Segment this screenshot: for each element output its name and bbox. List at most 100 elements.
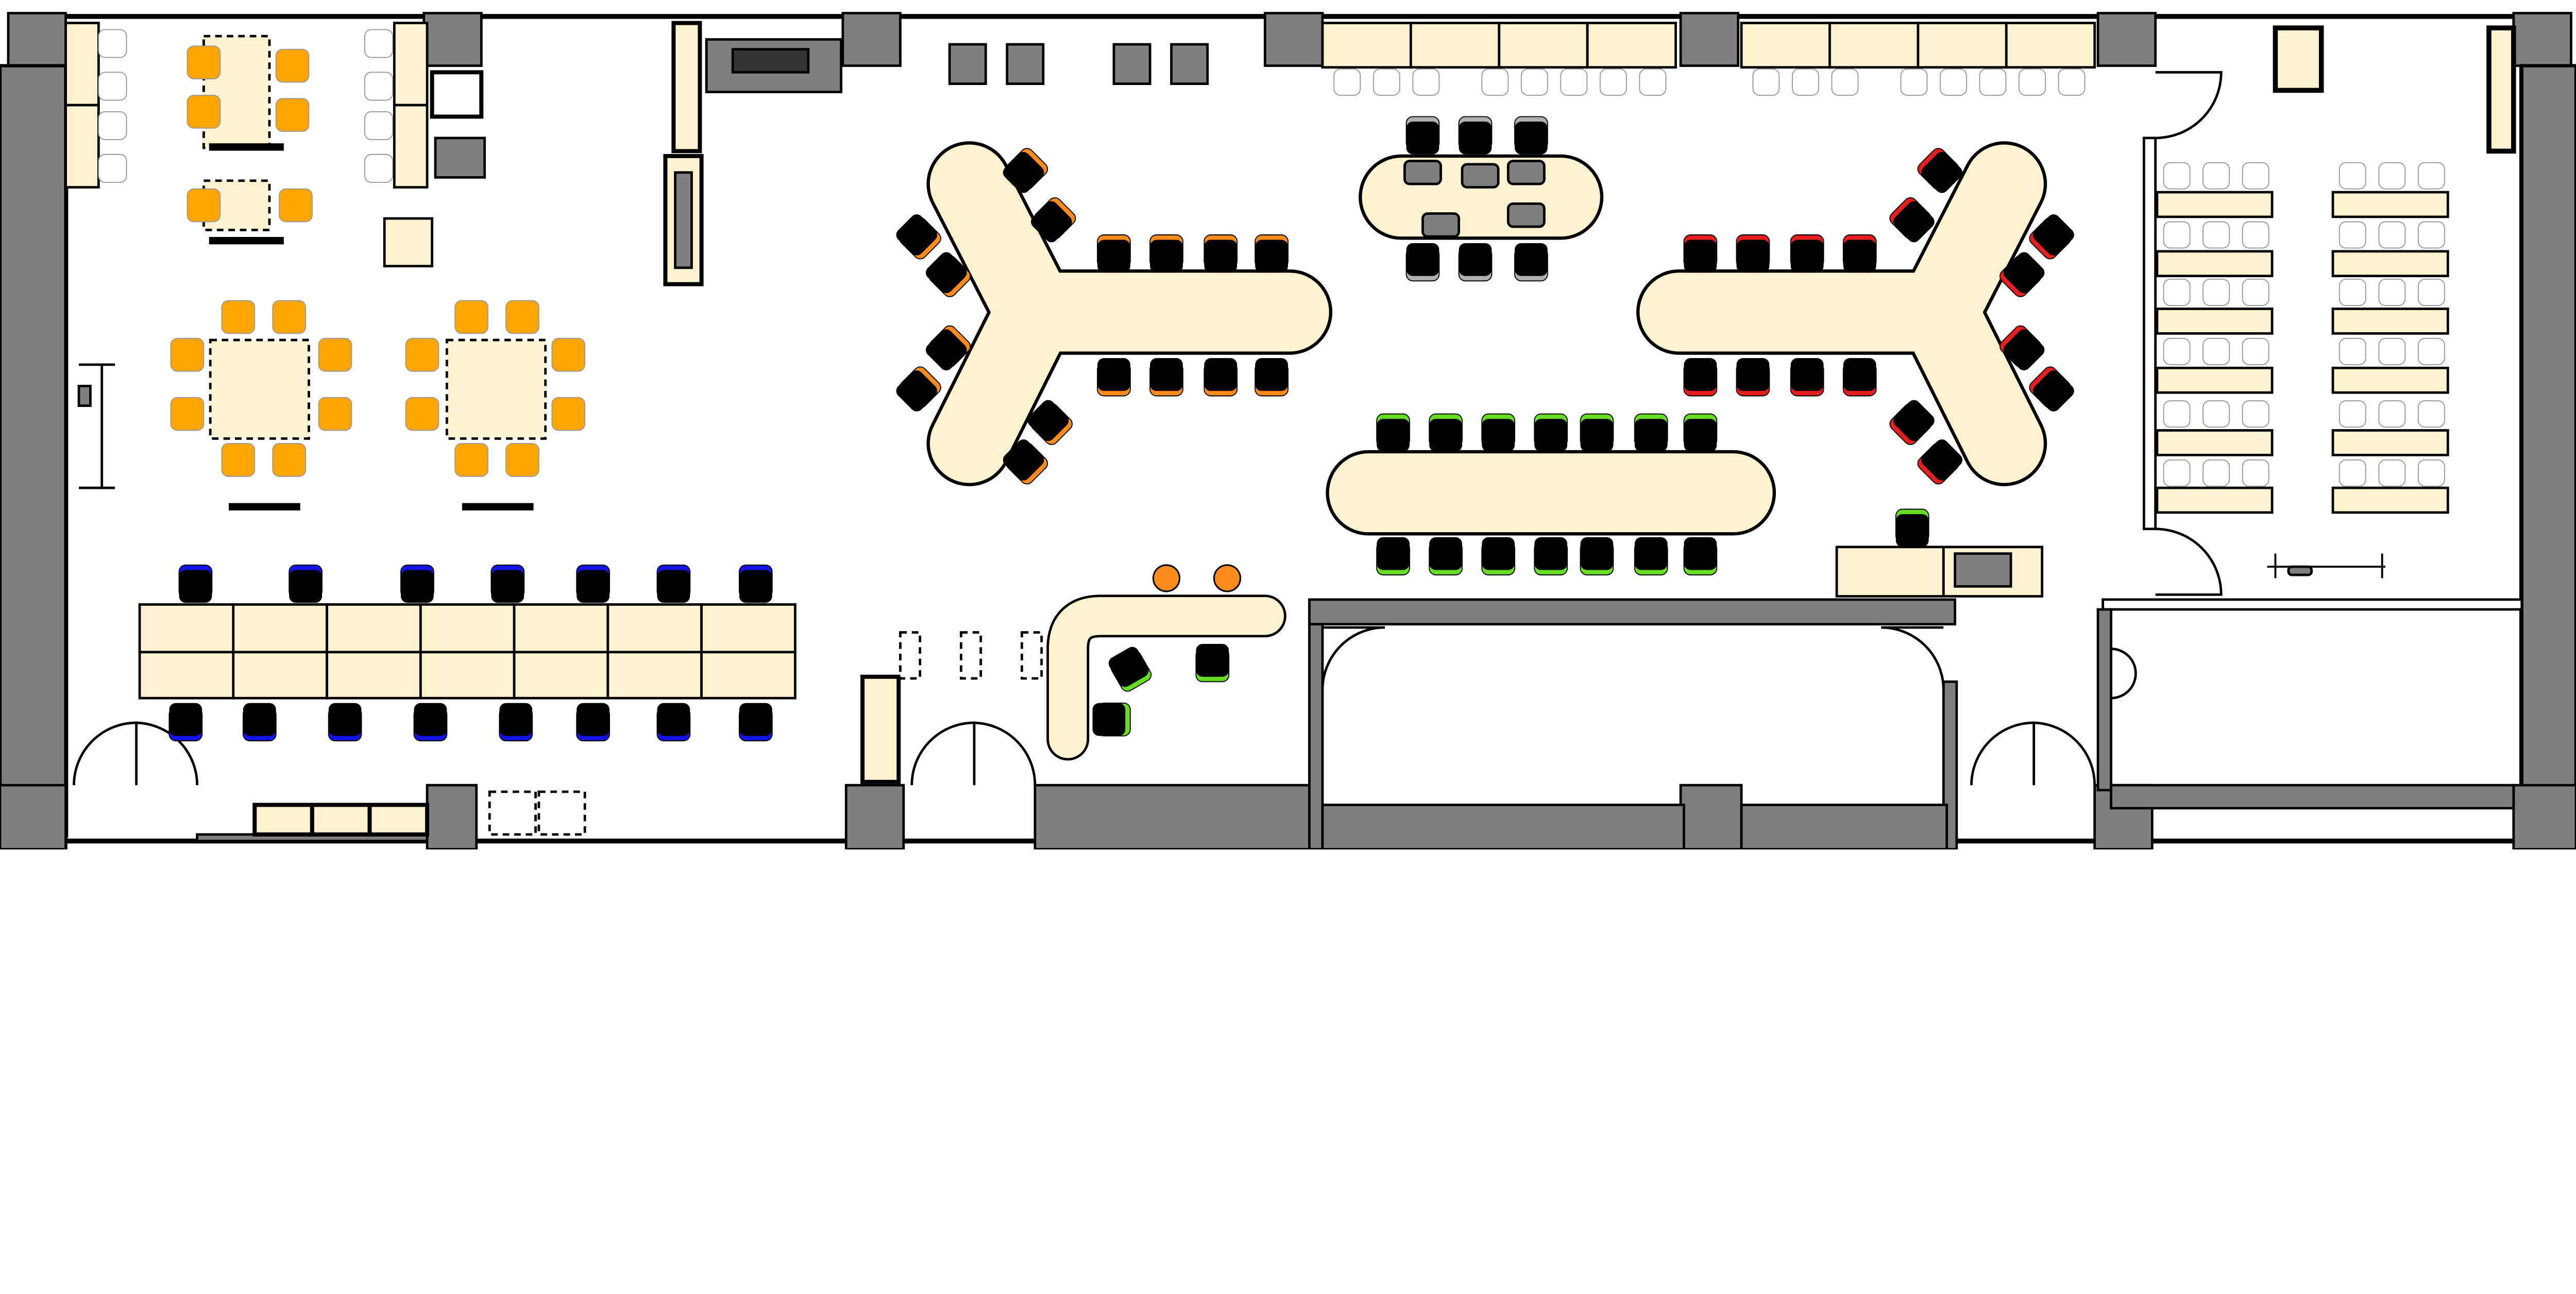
equipment-box bbox=[1954, 552, 2012, 588]
right-room-bottom-wall bbox=[2110, 784, 2515, 810]
door-swing bbox=[1321, 626, 1385, 690]
chair-seat bbox=[896, 214, 938, 256]
student-chair bbox=[2378, 221, 2406, 249]
chair-seat bbox=[1196, 643, 1229, 677]
desk bbox=[326, 603, 422, 654]
pillar bbox=[1263, 12, 1324, 67]
student-chair bbox=[2417, 337, 2445, 365]
laptop bbox=[1461, 163, 1500, 189]
guest-chair bbox=[1560, 68, 1588, 96]
laptop bbox=[1506, 202, 1546, 228]
student-chair bbox=[2163, 279, 2191, 307]
task-chair-orange bbox=[1255, 358, 1289, 397]
task-chair-red bbox=[1790, 358, 1824, 397]
student-chair bbox=[2242, 279, 2269, 307]
computer-tower bbox=[948, 43, 987, 86]
desk bbox=[138, 651, 235, 700]
task-chair-green bbox=[1429, 537, 1463, 576]
counter bbox=[1498, 22, 1589, 69]
room-wall-top bbox=[1308, 598, 1957, 626]
lounge-chair bbox=[405, 337, 439, 372]
floor-plan bbox=[0, 12, 2576, 849]
task-chair-red bbox=[1790, 234, 1824, 273]
lounge-chair bbox=[318, 397, 352, 431]
task-chair-orange bbox=[1003, 439, 1048, 485]
lounge-chair bbox=[318, 337, 352, 372]
counter bbox=[1586, 22, 1677, 69]
chair-seat bbox=[1031, 201, 1072, 243]
stanchion bbox=[960, 631, 982, 680]
stool-chair bbox=[1092, 702, 1131, 737]
chair-seat bbox=[1097, 358, 1130, 391]
task-chair-blue bbox=[178, 564, 213, 603]
task-chair-blue bbox=[289, 564, 323, 603]
desk bbox=[606, 603, 703, 654]
desk bbox=[606, 651, 703, 700]
task-chair-orange bbox=[1204, 234, 1238, 273]
chair-seat bbox=[289, 570, 323, 603]
bottom-bench bbox=[367, 803, 430, 837]
rack-item bbox=[2287, 565, 2313, 576]
chair-seat bbox=[1790, 358, 1824, 391]
chair-seat bbox=[1003, 152, 1044, 193]
chair-seat bbox=[1921, 439, 1962, 481]
lounge-chair bbox=[221, 300, 256, 334]
student-chair bbox=[2163, 162, 2191, 190]
task-chair-orange bbox=[1149, 358, 1183, 397]
lounge-chair bbox=[170, 397, 205, 431]
furniture bbox=[64, 21, 2516, 837]
cabinet bbox=[671, 21, 702, 154]
guest-chair bbox=[1752, 68, 1780, 96]
door-swing bbox=[2155, 71, 2223, 140]
cabinet bbox=[860, 674, 901, 784]
partition-wall-horizontal bbox=[2102, 598, 2523, 611]
task-chair-green bbox=[1683, 413, 1718, 452]
task-chair-orange bbox=[925, 325, 971, 371]
chair-seat bbox=[1684, 240, 1717, 273]
side-table bbox=[383, 217, 434, 267]
rack bbox=[2267, 553, 2386, 578]
right-wall-block bbox=[2520, 64, 2576, 849]
bar-stool bbox=[1213, 564, 1242, 592]
task-chair-green bbox=[1634, 537, 1668, 576]
meeting-chair bbox=[1514, 243, 1548, 282]
task-chair-blue bbox=[413, 703, 448, 742]
guest-chair bbox=[1791, 68, 1819, 96]
task-chair-green bbox=[1534, 413, 1568, 452]
chair-seat bbox=[1580, 537, 1614, 570]
chair-seat bbox=[328, 703, 362, 736]
guest-chair bbox=[98, 72, 127, 101]
lounge-chair bbox=[221, 443, 256, 477]
chair-seat bbox=[1684, 537, 1717, 570]
guest-chair bbox=[1599, 68, 1627, 96]
chair-seat bbox=[1108, 646, 1149, 687]
door-swing bbox=[1881, 626, 1945, 690]
task-chair-orange bbox=[925, 252, 971, 297]
chair-seat bbox=[2003, 329, 2045, 371]
counter bbox=[1321, 22, 1412, 69]
chair-seat bbox=[2003, 252, 2045, 294]
chair-seat bbox=[1684, 358, 1717, 391]
chair-seat bbox=[414, 703, 447, 736]
chair-seat bbox=[2033, 370, 2074, 412]
classroom-desk bbox=[2156, 250, 2274, 278]
chair-seat bbox=[1150, 358, 1183, 391]
student-chair bbox=[2202, 162, 2230, 190]
chair-seat bbox=[577, 570, 610, 603]
desk bbox=[419, 603, 516, 654]
pillar bbox=[2096, 12, 2157, 67]
chair-seat bbox=[577, 703, 610, 736]
classroom-desk bbox=[2156, 191, 2274, 218]
counter bbox=[393, 22, 429, 107]
chair-seat bbox=[1097, 240, 1130, 273]
chairs bbox=[98, 29, 2445, 742]
chair-seat bbox=[1684, 419, 1717, 452]
cabinet bbox=[2486, 25, 2516, 154]
task-chair-green bbox=[1376, 413, 1410, 452]
student-chair bbox=[2163, 221, 2191, 249]
task-chair-blue bbox=[499, 703, 533, 742]
desk bbox=[419, 651, 516, 700]
room-wall-bottom bbox=[1321, 804, 1685, 849]
counter bbox=[1409, 22, 1501, 69]
guest-chair bbox=[364, 72, 394, 101]
